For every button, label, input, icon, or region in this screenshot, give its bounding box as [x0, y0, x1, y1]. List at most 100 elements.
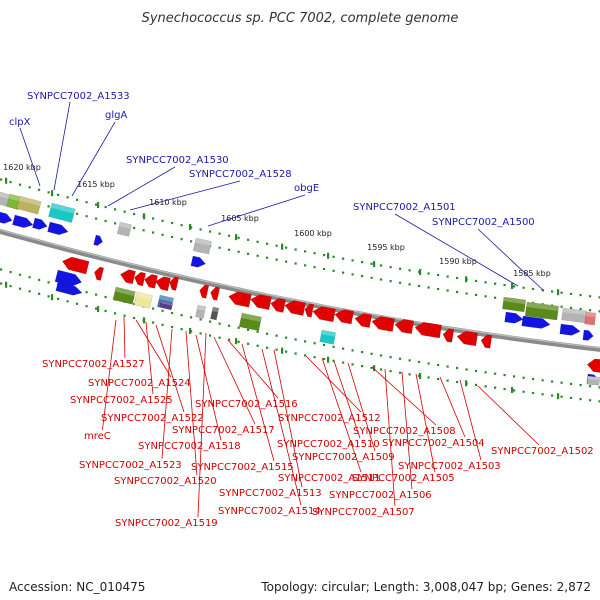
gene-label-bottom: SYNPCC7002_A1505: [352, 473, 455, 484]
guide-dot: [123, 210, 126, 213]
gene-label-top: glgA: [105, 110, 127, 121]
gene-label-bottom: SYNPCC7002_A1514: [218, 506, 321, 517]
gene-box: [524, 301, 560, 321]
guide-dot: [589, 295, 592, 298]
guide-dot: [304, 250, 307, 253]
guide-tick: [281, 243, 284, 250]
guide-dot: [532, 391, 535, 395]
guide-dot: [114, 312, 117, 315]
reverse-gene: [480, 334, 493, 349]
guide-dot: [228, 338, 231, 341]
guide-dot: [28, 186, 31, 189]
guide-dot: [579, 383, 582, 387]
guide-dot: [275, 334, 278, 337]
gene-label-bottom: SYNPCC7002_A1518: [138, 441, 241, 452]
leader-line: [135, 319, 172, 378]
guide-tick: [235, 234, 238, 241]
guide-dot: [446, 365, 449, 368]
gene-box-shine: [562, 308, 587, 316]
guide-dot: [323, 357, 326, 361]
guide-dot: [76, 198, 79, 201]
forward-gene-shape: [47, 221, 69, 235]
guide-dot: [28, 290, 31, 293]
gene-box-shape: [195, 304, 207, 319]
guide-tick: [51, 294, 54, 301]
guide-dot: [522, 376, 525, 379]
reverse-gene: [414, 322, 442, 339]
scale-tick-label: 1600 kbp: [294, 229, 332, 238]
guide-tick: [5, 177, 8, 184]
guide-dot: [598, 400, 600, 403]
guide-dot: [104, 205, 107, 209]
gene-box-shape: [586, 375, 600, 386]
reverse-gene-shape: [199, 284, 210, 299]
gene-box-shine: [240, 313, 262, 322]
reverse-gene: [334, 309, 354, 325]
gene-box-shine: [114, 287, 136, 297]
guide-dot: [456, 276, 459, 280]
guide-dot: [95, 203, 98, 206]
guide-dot: [399, 281, 402, 284]
guide-dot: [570, 382, 573, 386]
gene-label-top: clpX: [9, 117, 31, 128]
leader-line: [155, 324, 185, 413]
guide-dot: [228, 324, 231, 327]
guide-dot: [171, 221, 174, 225]
leader-line: [195, 334, 222, 441]
forward-gene: [190, 255, 206, 268]
guide-dot: [304, 264, 307, 267]
guide-dot: [494, 386, 497, 389]
guide-dot: [85, 201, 88, 204]
guide-dot: [551, 380, 554, 383]
guide-tick: [465, 380, 468, 387]
guide-dot: [256, 330, 259, 333]
guide-dot: [370, 366, 373, 369]
gene-label-bottom: SYNPCC7002_A1508: [353, 426, 456, 437]
reverse-gene-shape: [354, 313, 373, 328]
forward-gene: [559, 323, 581, 336]
gene-label-top: SYNPCC7002_A1500: [432, 217, 535, 228]
guide-dot: [579, 307, 582, 311]
forward-gene: [521, 315, 551, 329]
reverse-gene: [169, 276, 180, 291]
guide-dot: [389, 356, 392, 359]
forward-gene: [32, 217, 48, 230]
gene-box: [586, 375, 600, 386]
guide-dot: [475, 279, 478, 283]
guide-dot: [408, 269, 411, 272]
guide-dot: [294, 338, 297, 341]
forward-gene-shape: [190, 255, 206, 268]
gene-label-bottom: SYNPCC7002_A1503: [398, 461, 501, 472]
gene-box-shine: [197, 305, 206, 311]
guide-dot: [323, 267, 326, 271]
guide-dot: [560, 305, 563, 308]
guide-dot: [351, 349, 354, 352]
gene-box-shape: [524, 301, 560, 321]
guide-dot: [551, 290, 554, 293]
guide-dot: [351, 259, 354, 262]
guide-dot: [437, 287, 440, 291]
leader-line: [129, 180, 241, 211]
guide-dot: [247, 342, 250, 345]
guide-dot: [456, 380, 459, 384]
guide-dot: [237, 236, 240, 239]
forward-gene: [504, 311, 524, 324]
gene-label-bottom: mreC: [84, 431, 111, 442]
guide-dot: [95, 307, 98, 310]
guide-dot: [370, 276, 373, 279]
guide-dot: [408, 283, 411, 286]
accession-text: Accession: NC_010475: [9, 580, 146, 594]
gene-box: [48, 202, 76, 223]
guide-dot: [513, 285, 516, 288]
guide-dot: [427, 286, 430, 289]
guide-dot: [399, 371, 402, 374]
guide-dot: [484, 371, 487, 374]
guide-dot: [370, 262, 373, 265]
gene-label-bottom: SYNPCC7002_A1509: [292, 452, 395, 463]
reverse-gene: [442, 328, 455, 343]
guide-dot: [503, 373, 506, 377]
guide-dot: [237, 340, 240, 343]
reverse-gene-shape: [169, 276, 180, 291]
forward-gene: [582, 329, 594, 341]
